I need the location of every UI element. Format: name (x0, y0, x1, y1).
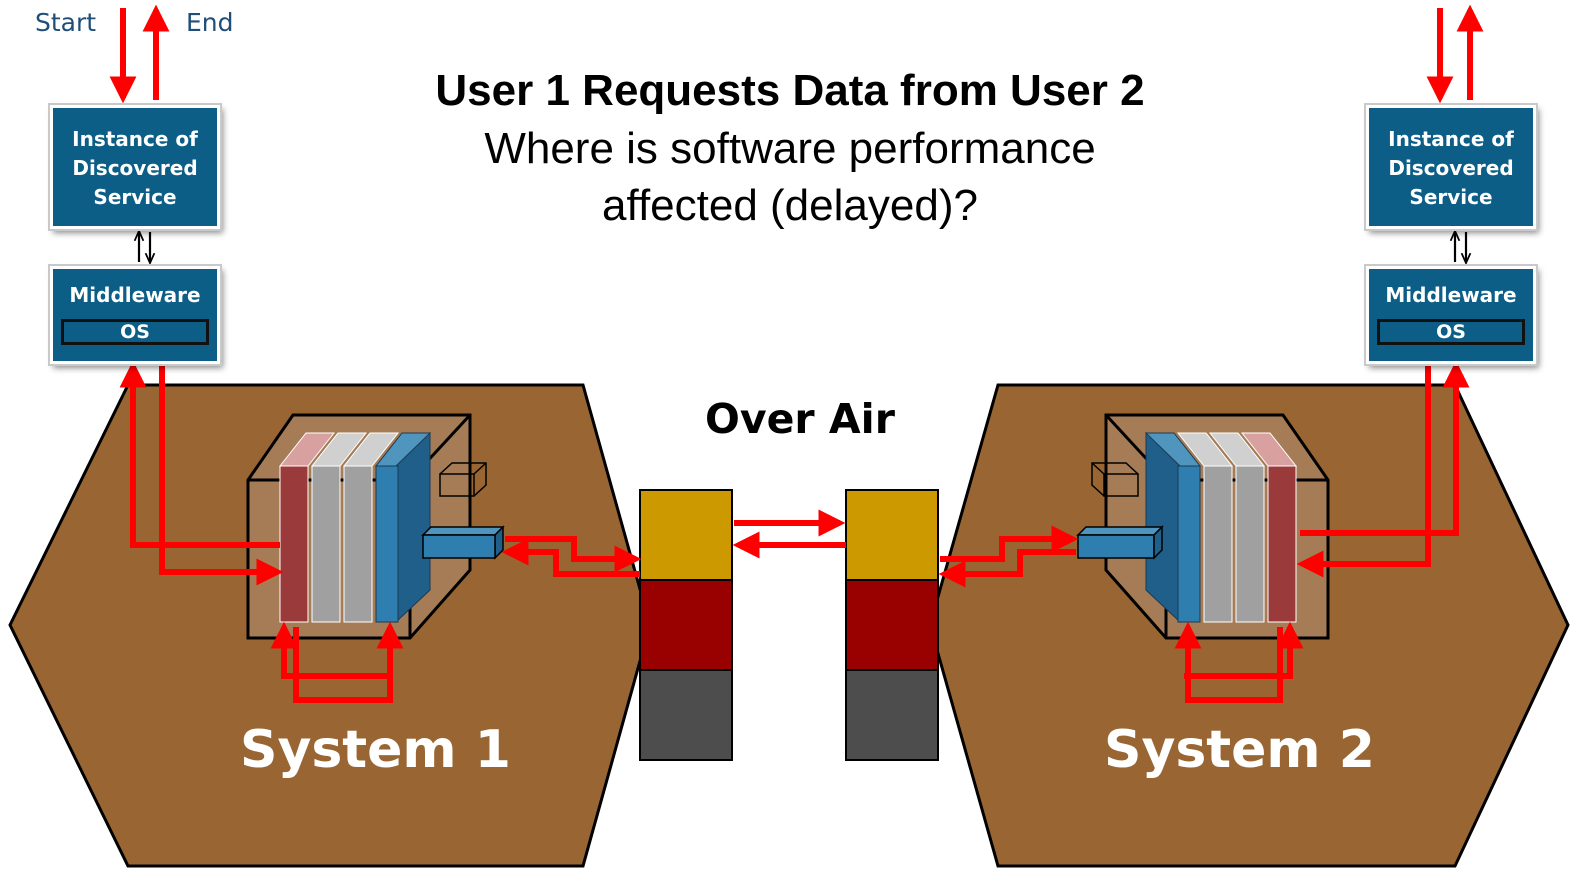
system-2-radio-stack (845, 489, 939, 761)
left-os-box: OS (61, 319, 209, 345)
system-2-small-component (1091, 462, 1139, 497)
system-2-network-port (1076, 525, 1164, 560)
system-1-network-port (421, 525, 505, 560)
system-1-gray-card-1 (310, 432, 368, 623)
right-cube-to-middleware-arrow (1300, 360, 1470, 536)
right-middleware-label: Middleware (1385, 283, 1517, 307)
right-service-line-1: Instance of (1388, 127, 1514, 151)
system-2-gray-card-1 (1176, 432, 1234, 623)
left-middleware-label: Middleware (69, 283, 201, 307)
diagram-subtitle-line-1: Where is software performance (484, 124, 1096, 173)
left-port-to-stack-arrow (505, 536, 642, 573)
end-label: End (186, 8, 234, 37)
left-internal-loop-arrow-a (270, 621, 392, 679)
system-2-gray-card-2 (1208, 432, 1266, 623)
left-internal-loop-arrow-b (293, 621, 404, 703)
diagram-title: User 1 Requests Data from User 2 (435, 66, 1145, 115)
left-service-line-1: Instance of (72, 127, 198, 151)
system-1-label: System 1 (240, 720, 511, 780)
system-1-gray-card-2 (342, 432, 400, 623)
left-service-line-2: Discovered (72, 156, 198, 180)
system-1-blue-card (374, 431, 432, 624)
right-service-line-2: Discovered (1388, 156, 1514, 180)
diagram-subtitle-line-2: affected (delayed)? (602, 181, 978, 230)
right-internal-loop-arrow-b (1174, 621, 1283, 703)
left-stack-to-port-arrow (501, 538, 640, 577)
right-internal-loop-arrow-a (1184, 621, 1304, 679)
left-middleware-box: Middleware OS (48, 264, 222, 366)
start-label: Start (35, 8, 97, 37)
right-discovered-service-box: Instance of Discovered Service (1364, 103, 1538, 231)
system-1-small-component (439, 462, 487, 497)
system-1-radio-stack (639, 489, 733, 761)
right-stack-to-port-arrow (940, 525, 1079, 562)
right-middleware-box: Middleware OS (1364, 264, 1538, 366)
system-2-blue-card (1144, 431, 1202, 624)
over-air-label: Over Air (705, 395, 895, 443)
right-middleware-to-cube-arrow (1296, 362, 1431, 578)
system-2-hardware-cube (1091, 413, 1330, 640)
system-1-hardware-cube (246, 413, 487, 640)
system-2-label: System 2 (1104, 720, 1375, 780)
right-os-box: OS (1377, 319, 1525, 345)
left-cube-to-middleware-arrow (119, 360, 280, 548)
left-service-line-3: Service (93, 185, 177, 209)
right-service-line-3: Service (1409, 185, 1493, 209)
right-port-to-stack-arrow (938, 549, 1076, 588)
system-2-red-card (1240, 432, 1298, 623)
system-1-red-card (278, 432, 336, 623)
left-middleware-to-cube-arrow (159, 362, 284, 586)
left-discovered-service-box: Instance of Discovered Service (48, 103, 222, 231)
